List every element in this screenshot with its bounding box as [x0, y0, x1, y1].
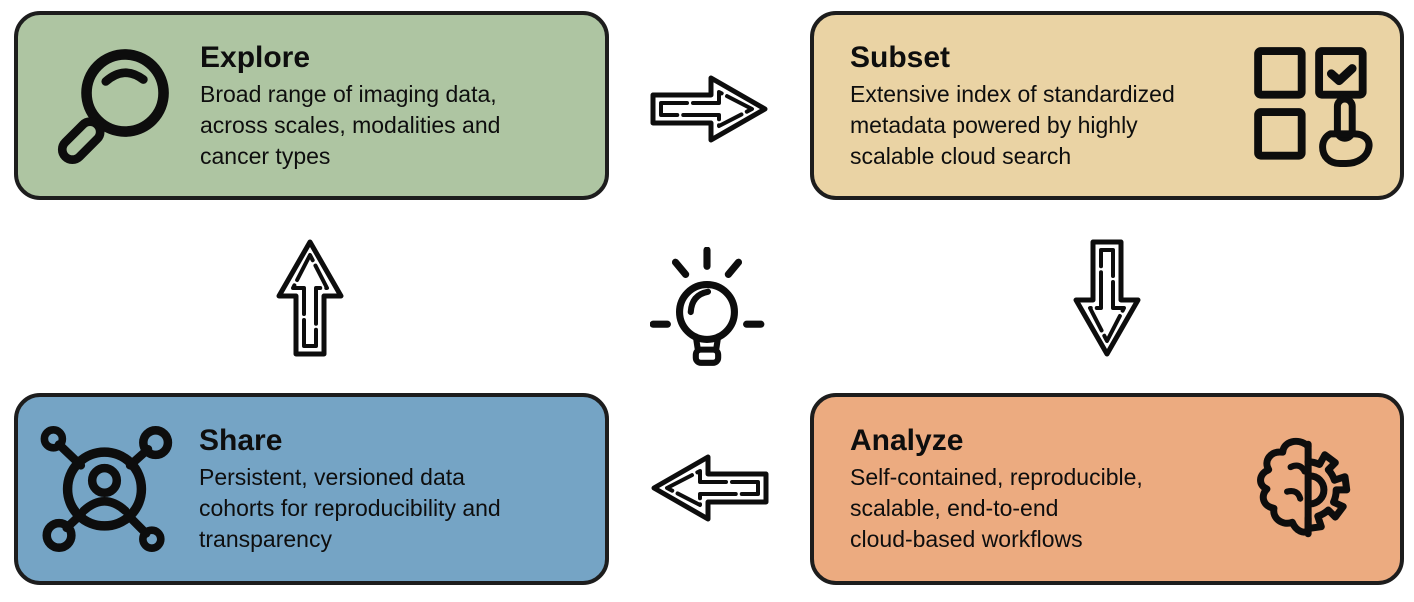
network-share-icon [36, 418, 173, 560]
share-text: Share Persistent, versioned data cohorts… [199, 423, 501, 555]
analyze-desc-line: scalable, end-to-end [850, 495, 1059, 521]
up-arrow [272, 239, 347, 357]
checkbox-select-hand-icon [1252, 45, 1374, 167]
subset-desc-line: scalable cloud search [850, 142, 1072, 169]
subset-box: Subset Extensive index of standardized m… [810, 11, 1404, 200]
subset-title: Subset [850, 40, 951, 74]
share-desc-line: transparency [199, 526, 332, 552]
analyze-box: Analyze Self-contained, reproducible, sc… [810, 393, 1404, 585]
analyze-desc-line: Self-contained, reproducible, [850, 464, 1143, 490]
subset-desc-line: metadata powered by highly [850, 111, 1138, 138]
right-arrow [648, 72, 770, 146]
magnifier-icon [48, 41, 178, 171]
explore-text: Explore Broad range of imaging data, acr… [200, 40, 500, 172]
left-arrow [649, 451, 771, 525]
explore-title: Explore [200, 40, 311, 74]
lightbulb-icon [649, 246, 765, 374]
explore-desc-line: cancer types [200, 142, 331, 169]
subset-desc-line: Extensive index of standardized [850, 80, 1175, 107]
share-box: Share Persistent, versioned data cohorts… [14, 393, 609, 585]
share-desc-line: Persistent, versioned data [199, 464, 465, 490]
subset-text: Subset Extensive index of standardized m… [814, 40, 1252, 172]
down-arrow [1069, 239, 1144, 357]
explore-desc-line: Broad range of imaging data, [200, 80, 497, 107]
analyze-text: Analyze Self-contained, reproducible, sc… [814, 423, 1252, 555]
analyze-title: Analyze [850, 424, 964, 457]
share-desc-line: cohorts for reproducibility and [199, 495, 501, 521]
explore-desc-line: across scales, modalities and [200, 111, 501, 138]
brain-gear-icon [1252, 432, 1366, 546]
analyze-desc-line: cloud-based workflows [850, 526, 1083, 552]
explore-box: Explore Broad range of imaging data, acr… [14, 11, 609, 200]
share-title: Share [199, 424, 283, 457]
